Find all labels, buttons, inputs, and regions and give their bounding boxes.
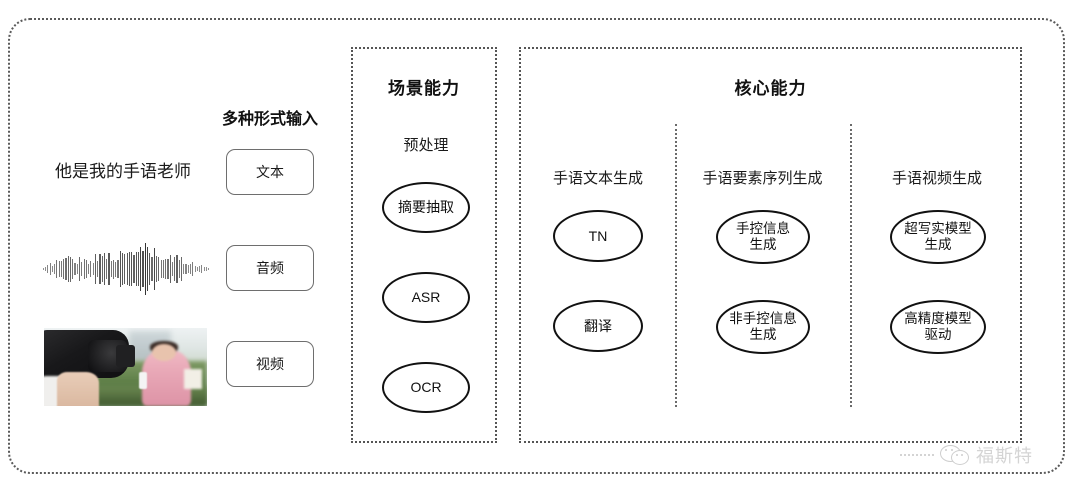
input-modality-video-button[interactable]: 视频: [226, 341, 314, 387]
multi-input-header-label: 多种形式输入: [221, 111, 318, 128]
node-summary-extraction[interactable]: 摘要抽取: [382, 182, 470, 233]
core-column-1-head: 手语文本生成: [552, 170, 643, 187]
core-panel-title: 核心能力: [734, 79, 807, 98]
core-column-sign-text-generation: 手语文本生成 TN 翻译: [521, 49, 675, 441]
core-column-divider-1: [675, 124, 677, 407]
input-modality-audio-button[interactable]: 音频: [226, 245, 314, 291]
input-modality-text-button[interactable]: 文本: [226, 149, 314, 195]
node-manual-feature-generation[interactable]: 手控信息生成: [716, 210, 810, 264]
video-thumbnail-icon: [44, 328, 207, 406]
node-asr[interactable]: ASR: [382, 272, 470, 323]
scene-column-preprocess: 预处理 摘要抽取 ASR OCR: [353, 49, 499, 441]
node-ocr[interactable]: OCR: [382, 362, 470, 413]
scene-capability-panel: 场景能力 预处理 摘要抽取 ASR OCR: [351, 47, 497, 443]
core-column-sign-element-sequence-generation: 手语要素序列生成 手控信息生成 非手控信息生成: [675, 49, 850, 441]
core-column-divider-2: [850, 124, 852, 407]
outer-frame: [8, 18, 1065, 474]
waveform-icon: [42, 240, 210, 298]
core-column-3-head: 手语视频生成: [891, 170, 982, 187]
watermark-text: 福斯特: [976, 446, 1033, 466]
scene-panel-title: 场景能力: [388, 79, 460, 98]
sample-sentence-text: 他是我的手语老师: [55, 162, 191, 181]
core-column-2-head: 手语要素序列生成: [702, 170, 823, 187]
core-capability-panel: 核心能力 手语文本生成 TN 翻译 手语要素序列生成 手控信息生成 非手控信息生…: [519, 47, 1022, 443]
watermark-dotted-leader: [900, 453, 934, 457]
node-translation[interactable]: 翻译: [553, 300, 643, 352]
watermark: 福斯特: [900, 437, 1050, 473]
node-tn[interactable]: TN: [553, 210, 643, 262]
wechat-bubbles-icon: [940, 444, 970, 466]
scene-column-head: 预处理: [403, 137, 449, 154]
core-column-sign-video-generation: 手语视频生成 超写实模型生成 高精度模型驱动: [850, 49, 1024, 441]
node-photorealistic-model-generation[interactable]: 超写实模型生成: [890, 210, 986, 264]
node-high-precision-model-driving[interactable]: 高精度模型驱动: [890, 300, 986, 354]
node-non-manual-feature-generation[interactable]: 非手控信息生成: [716, 300, 810, 354]
